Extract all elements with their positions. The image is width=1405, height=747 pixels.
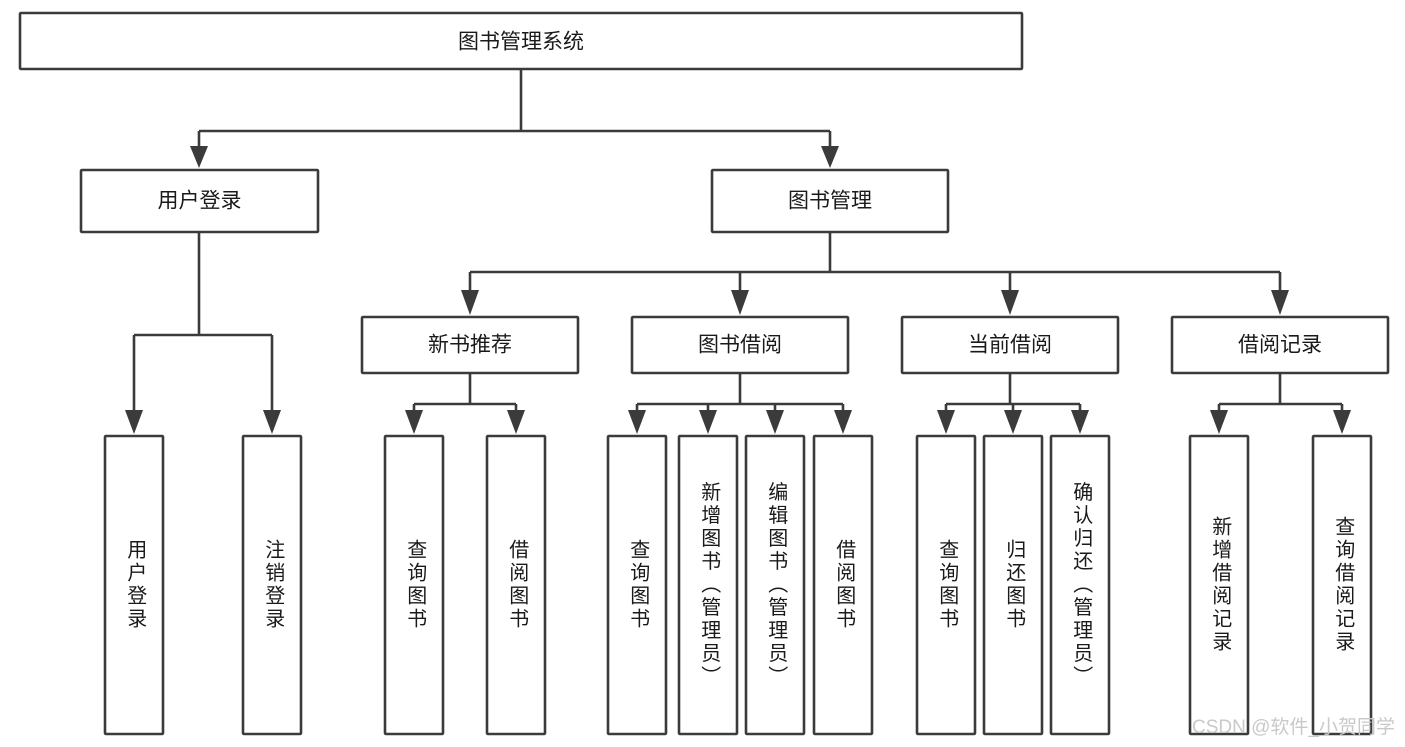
connector-layer (125, 69, 1351, 434)
node-leaf-borrow-book-2-box[interactable] (812, 434, 874, 736)
node-new-book-rec[interactable]: 新书推荐 (360, 315, 580, 375)
node-leaf-add-book-label: 新增图书（管理员） (698, 481, 721, 688)
node-leaf-user-logout[interactable]: 注销登录 (241, 434, 303, 736)
node-leaf-add-record-box[interactable] (1188, 434, 1250, 736)
node-leaf-return-book-label: 归还图书 (1003, 539, 1026, 631)
node-title-label: 图书管理系统 (458, 31, 584, 54)
arrow-head-current-borrow (1001, 290, 1019, 315)
arrow-head-leaf-query-book-3 (937, 410, 955, 434)
node-leaf-query-book-1-label: 查询图书 (404, 539, 427, 631)
node-leaf-user-login-label: 用户登录 (124, 539, 147, 631)
node-leaf-edit-book[interactable]: 编辑图书（管理员） (744, 434, 806, 736)
node-new-book-rec-box[interactable] (360, 315, 580, 375)
node-leaf-query-book-3-label: 查询图书 (936, 539, 959, 631)
node-book-borrow-label: 图书借阅 (698, 334, 782, 357)
node-leaf-user-login[interactable]: 用户登录 (103, 434, 165, 736)
node-new-book-rec-label: 新书推荐 (428, 334, 512, 357)
node-book-manage-box[interactable] (710, 168, 950, 234)
node-leaf-confirm-return[interactable]: 确认归还（管理员） (1049, 434, 1111, 736)
arrow-head-new-book-rec (461, 290, 479, 315)
node-leaf-add-record-label: 新增借阅记录 (1209, 516, 1232, 654)
node-leaf-confirm-return-label: 确认归还（管理员） (1070, 481, 1093, 688)
node-leaf-query-book-1-box[interactable] (383, 434, 445, 736)
node-leaf-query-book-3-box[interactable] (915, 434, 977, 736)
node-leaf-confirm-return-box[interactable] (1049, 434, 1111, 736)
node-title[interactable]: 图书管理系统 (18, 11, 1024, 71)
arrow-head-leaf-add-book (699, 410, 717, 434)
arrow-head-leaf-edit-book (766, 410, 784, 434)
node-leaf-query-record[interactable]: 查询借阅记录 (1311, 434, 1373, 736)
arrow-head-book-borrow (731, 290, 749, 315)
node-leaf-borrow-book-1[interactable]: 借阅图书 (485, 434, 547, 736)
arrow-head-leaf-borrow-book-1 (507, 410, 525, 434)
node-leaf-edit-book-label: 编辑图书（管理员） (765, 481, 788, 688)
arrow-head-leaf-return-book (1004, 410, 1022, 434)
node-current-borrow[interactable]: 当前借阅 (900, 315, 1120, 375)
node-leaf-borrow-book-2-label: 借阅图书 (833, 539, 856, 631)
node-leaf-query-book-2-box[interactable] (606, 434, 668, 736)
arrow-head-user-login (190, 146, 208, 168)
arrow-head-leaf-query-book-2 (628, 410, 646, 434)
node-current-borrow-box[interactable] (900, 315, 1120, 375)
node-user-login-label: 用户登录 (158, 190, 242, 213)
arrow-head-leaf-user-login (125, 410, 143, 434)
node-borrow-record[interactable]: 借阅记录 (1170, 315, 1390, 375)
node-title-box[interactable] (18, 11, 1024, 71)
node-leaf-query-record-box[interactable] (1311, 434, 1373, 736)
node-leaf-query-record-label: 查询借阅记录 (1332, 516, 1355, 654)
node-leaf-query-book-1[interactable]: 查询图书 (383, 434, 445, 736)
node-user-login-box[interactable] (79, 168, 320, 234)
node-leaf-borrow-book-1-box[interactable] (485, 434, 547, 736)
arrow-head-leaf-query-record (1333, 410, 1351, 434)
arrow-head-leaf-query-book-1 (405, 410, 423, 434)
node-leaf-return-book[interactable]: 归还图书 (982, 434, 1044, 736)
arrow-head-leaf-borrow-book-2 (834, 410, 852, 434)
node-leaf-query-book-2[interactable]: 查询图书 (606, 434, 668, 736)
node-book-borrow-box[interactable] (630, 315, 850, 375)
node-leaf-add-book[interactable]: 新增图书（管理员） (677, 434, 739, 736)
node-user-login[interactable]: 用户登录 (79, 168, 320, 234)
node-leaf-query-book-2-label: 查询图书 (627, 539, 650, 631)
arrow-head-leaf-user-logout (263, 410, 281, 434)
node-leaf-edit-book-box[interactable] (744, 434, 806, 736)
node-leaf-user-login-box[interactable] (103, 434, 165, 736)
node-leaf-return-book-box[interactable] (982, 434, 1044, 736)
arrow-head-leaf-confirm-return (1071, 410, 1089, 434)
node-book-manage-label: 图书管理 (788, 190, 872, 213)
watermark-label: CSDN @软件_小贺同学 (1192, 716, 1395, 738)
arrow-head-book-manage (821, 146, 839, 168)
arrow-head-borrow-record (1271, 290, 1289, 315)
node-leaf-borrow-book-1-label: 借阅图书 (506, 539, 529, 631)
node-leaf-add-book-box[interactable] (677, 434, 739, 736)
arrow-head-leaf-add-record (1210, 410, 1228, 434)
node-leaf-user-logout-label: 注销登录 (262, 539, 285, 631)
node-leaf-user-logout-box[interactable] (241, 434, 303, 736)
node-current-borrow-label: 当前借阅 (968, 334, 1052, 357)
node-borrow-record-box[interactable] (1170, 315, 1390, 375)
node-book-borrow[interactable]: 图书借阅 (630, 315, 850, 375)
node-leaf-borrow-book-2[interactable]: 借阅图书 (812, 434, 874, 736)
node-leaf-add-record[interactable]: 新增借阅记录 (1188, 434, 1250, 736)
node-book-manage[interactable]: 图书管理 (710, 168, 950, 234)
node-borrow-record-label: 借阅记录 (1238, 334, 1322, 357)
node-leaf-query-book-3[interactable]: 查询图书 (915, 434, 977, 736)
